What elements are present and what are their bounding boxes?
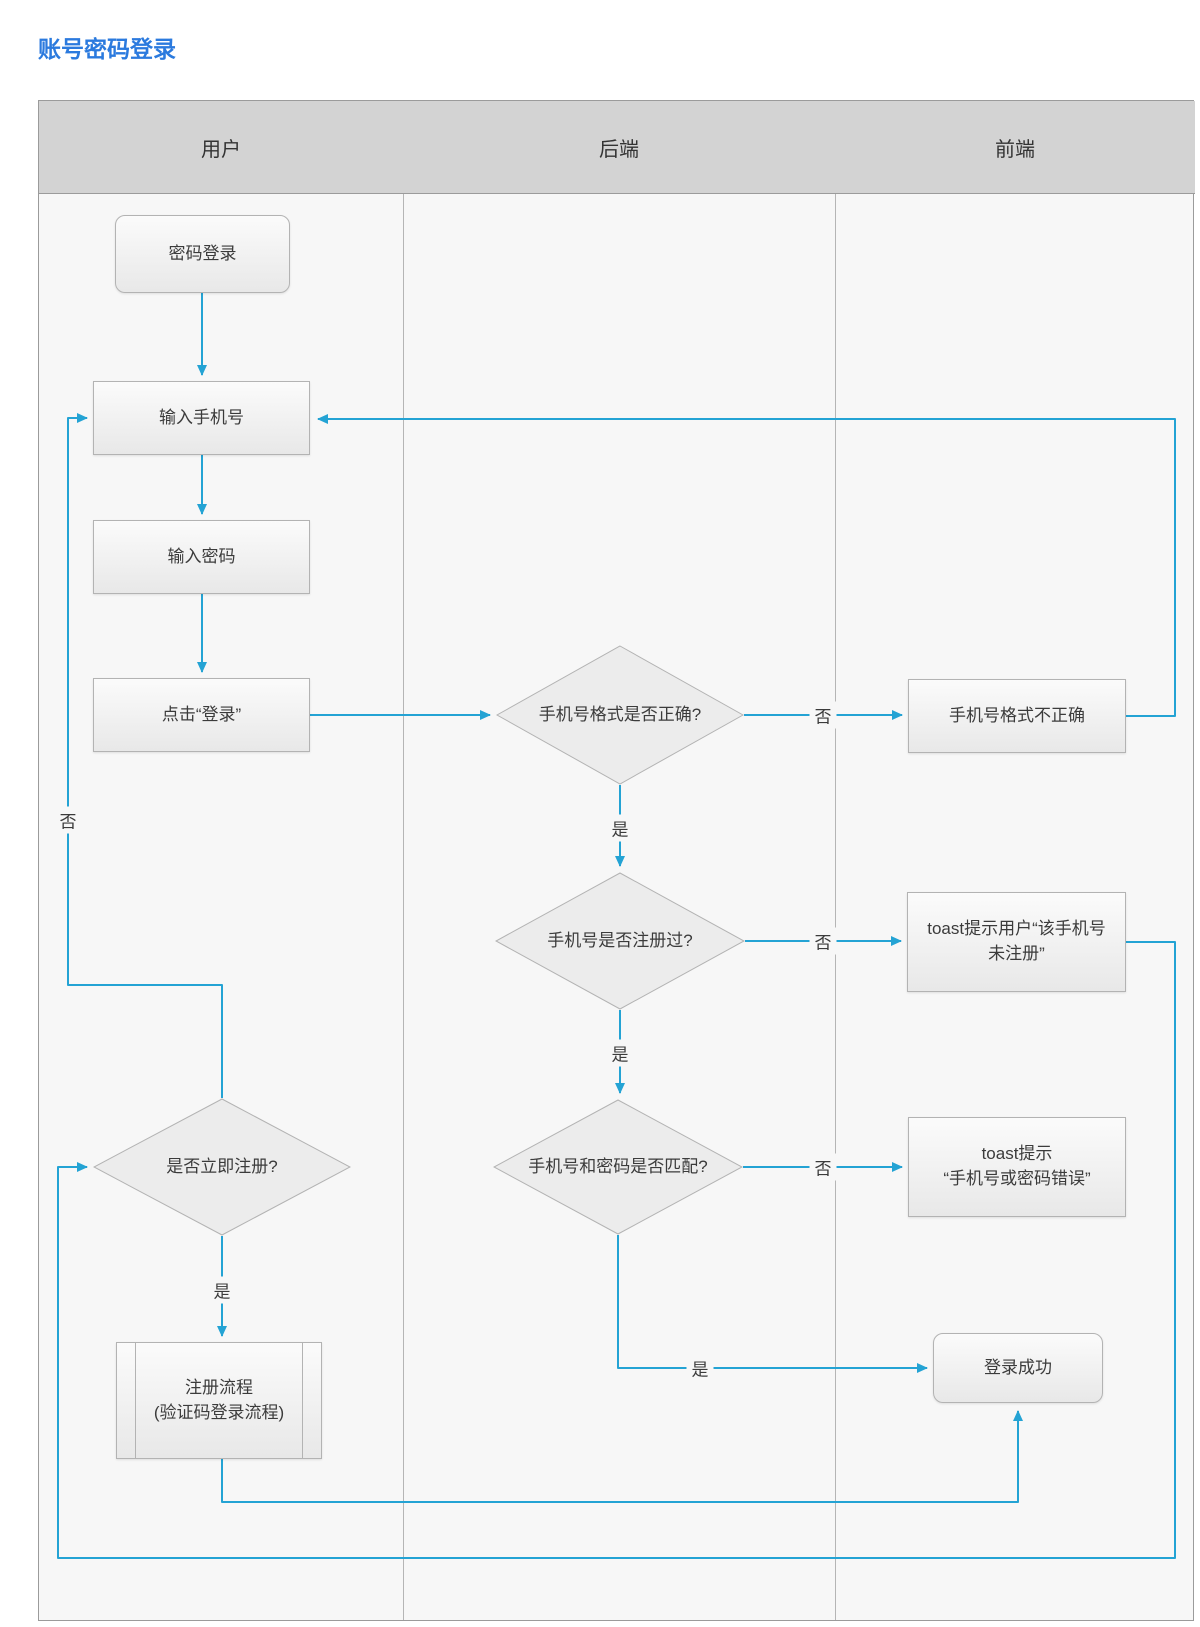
- edge-label-yes-check-registered: 是: [606, 1039, 634, 1067]
- node-start-label: 密码登录: [168, 243, 237, 263]
- node-enter-phone: 输入手机号: [93, 381, 310, 455]
- node-click-login-label: 点击“登录”: [161, 704, 242, 724]
- lane-header-backend: 后端: [403, 101, 835, 194]
- diamond-shape: [493, 1099, 743, 1235]
- node-check-format: 手机号格式是否正确?: [496, 645, 744, 785]
- edge-label-no-check-match: 否: [809, 1153, 837, 1181]
- node-format-incorrect-label: 手机号格式不正确: [949, 705, 1085, 725]
- node-toast-unregistered: toast提示用户“该手机号 未注册”: [907, 892, 1126, 992]
- edge-label-yes-check-format: 是: [606, 814, 634, 842]
- lane-header-frontend: 前端: [835, 101, 1195, 194]
- node-register-flow-label: 注册流程 (验证码登录流程): [153, 1377, 285, 1422]
- node-check-format-label: 手机号格式是否正确?: [538, 704, 702, 724]
- edge-label-yes-check-match: 是: [686, 1354, 714, 1382]
- lane-header-user: 用户: [39, 101, 403, 194]
- lane-header-frontend-label: 前端: [995, 138, 1035, 161]
- node-check-registered-label: 手机号是否注册过?: [547, 930, 693, 950]
- node-enter-password: 输入密码: [93, 520, 310, 594]
- edge-label-yes-register-decision: 是: [208, 1276, 236, 1304]
- node-enter-password-label: 输入密码: [167, 546, 236, 566]
- lane-divider-1: [403, 101, 404, 1620]
- diamond-shape: [496, 645, 744, 785]
- node-register-decision-label: 是否立即注册?: [166, 1156, 278, 1176]
- node-register-decision: 是否立即注册?: [93, 1098, 351, 1236]
- node-check-match-label: 手机号和密码是否匹配?: [528, 1156, 708, 1176]
- node-format-incorrect: 手机号格式不正确: [908, 679, 1126, 753]
- node-toast-wrong-password-label: toast提示 “手机号或密码错误”: [943, 1144, 1091, 1188]
- predefined-process-bar: [302, 1343, 303, 1458]
- diamond-shape: [495, 872, 745, 1010]
- node-check-registered: 手机号是否注册过?: [495, 872, 745, 1010]
- lane-divider-2: [835, 101, 836, 1620]
- node-toast-unregistered-label: toast提示用户“该手机号 未注册”: [927, 919, 1106, 963]
- page-title: 账号密码登录: [38, 36, 176, 62]
- node-click-login: 点击“登录”: [93, 678, 310, 752]
- diamond-shape: [93, 1098, 351, 1236]
- node-login-success: 登录成功: [933, 1333, 1103, 1403]
- node-register-flow: 注册流程 (验证码登录流程): [116, 1342, 322, 1459]
- edge-label-no-check-registered: 否: [809, 927, 837, 955]
- lane-header-backend-label: 后端: [599, 138, 639, 161]
- node-login-success-label: 登录成功: [984, 1357, 1052, 1377]
- predefined-process-bar: [135, 1343, 136, 1458]
- node-toast-wrong-password: toast提示 “手机号或密码错误”: [908, 1117, 1126, 1217]
- node-start: 密码登录: [115, 215, 290, 293]
- lane-header-user-label: 用户: [201, 138, 241, 161]
- node-check-match: 手机号和密码是否匹配?: [493, 1099, 743, 1235]
- edge-label-no-check-format: 否: [809, 701, 837, 729]
- node-enter-phone-label: 输入手机号: [159, 407, 244, 427]
- edge-label-no-register-decision: 否: [54, 806, 82, 834]
